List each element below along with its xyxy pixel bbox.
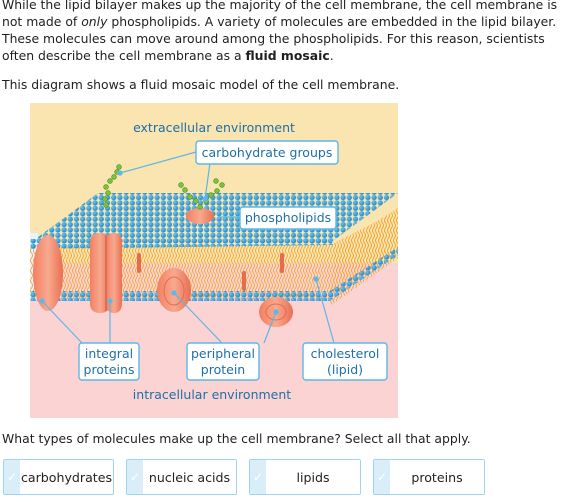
integral-protein-2 [90, 233, 110, 313]
question-text: What types of molecules make up the cell… [2, 431, 471, 446]
choice-label: lipids [296, 469, 330, 485]
extracellular-label: extracellular environment [133, 120, 295, 135]
check-icon: ✓ [4, 460, 20, 494]
callout-peripheral-protein: peripheral protein [186, 342, 260, 381]
intro-emphasis: only [81, 14, 108, 29]
choice-lipids[interactable]: ✓ lipids [249, 459, 361, 495]
callout-text: protein [201, 362, 245, 377]
intro-bold-term: fluid mosaic [245, 48, 330, 63]
choice-label: proteins [411, 469, 463, 485]
check-icon: ✓ [250, 460, 266, 494]
fluid-mosaic-diagram: extracellular environment intracellular … [30, 103, 398, 418]
check-icon: ✓ [374, 460, 390, 494]
choice-label: nucleic acids [148, 469, 231, 485]
upper-head-surface [30, 193, 398, 243]
intro-text: phospholipids. A variety of molecules ar… [2, 14, 557, 63]
choice-nucleic-acids[interactable]: ✓ nucleic acids [126, 459, 237, 495]
glycoprotein [186, 208, 214, 224]
callout-cholesterol: cholesterol (lipid) [302, 342, 388, 381]
callout-text: (lipid) [327, 362, 363, 377]
choice-carbohydrates[interactable]: ✓ carbohydrates [3, 459, 114, 495]
intro-paragraph: While the lipid bilayer makes up the maj… [2, 0, 564, 64]
callout-text: integral [85, 346, 133, 361]
intro-text: . [329, 48, 334, 63]
callout-text: peripheral [191, 346, 255, 361]
check-icon: ✓ [127, 460, 143, 494]
intro-text: While the lipid bilayer makes up the maj… [2, 0, 558, 29]
cholesterol-molecules [137, 253, 284, 291]
carbohydrate-chains [102, 164, 225, 210]
callout-lines [39, 151, 335, 344]
intracellular-label: intracellular environment [133, 387, 291, 402]
callout-phospholipids: phospholipids [239, 206, 337, 230]
diagram-caption: This diagram shows a fluid mosaic model … [2, 77, 400, 92]
integral-protein-2b [106, 233, 122, 313]
callout-text: proteins [84, 362, 135, 377]
callout-integral-proteins: integral proteins [78, 342, 140, 381]
callout-text: carbohydrate groups [202, 145, 333, 160]
integral-protein-1 [33, 235, 63, 311]
lower-head-row [30, 247, 398, 301]
callout-carbohydrate-groups: carbohydrate groups [195, 140, 339, 165]
callout-text: cholesterol [311, 346, 380, 361]
choice-label: carbohydrates [20, 469, 113, 485]
answer-choices: ✓ carbohydrates ✓ nucleic acids ✓ lipids… [3, 459, 563, 497]
callout-text: phospholipids [245, 210, 331, 225]
choice-proteins[interactable]: ✓ proteins [373, 459, 485, 495]
